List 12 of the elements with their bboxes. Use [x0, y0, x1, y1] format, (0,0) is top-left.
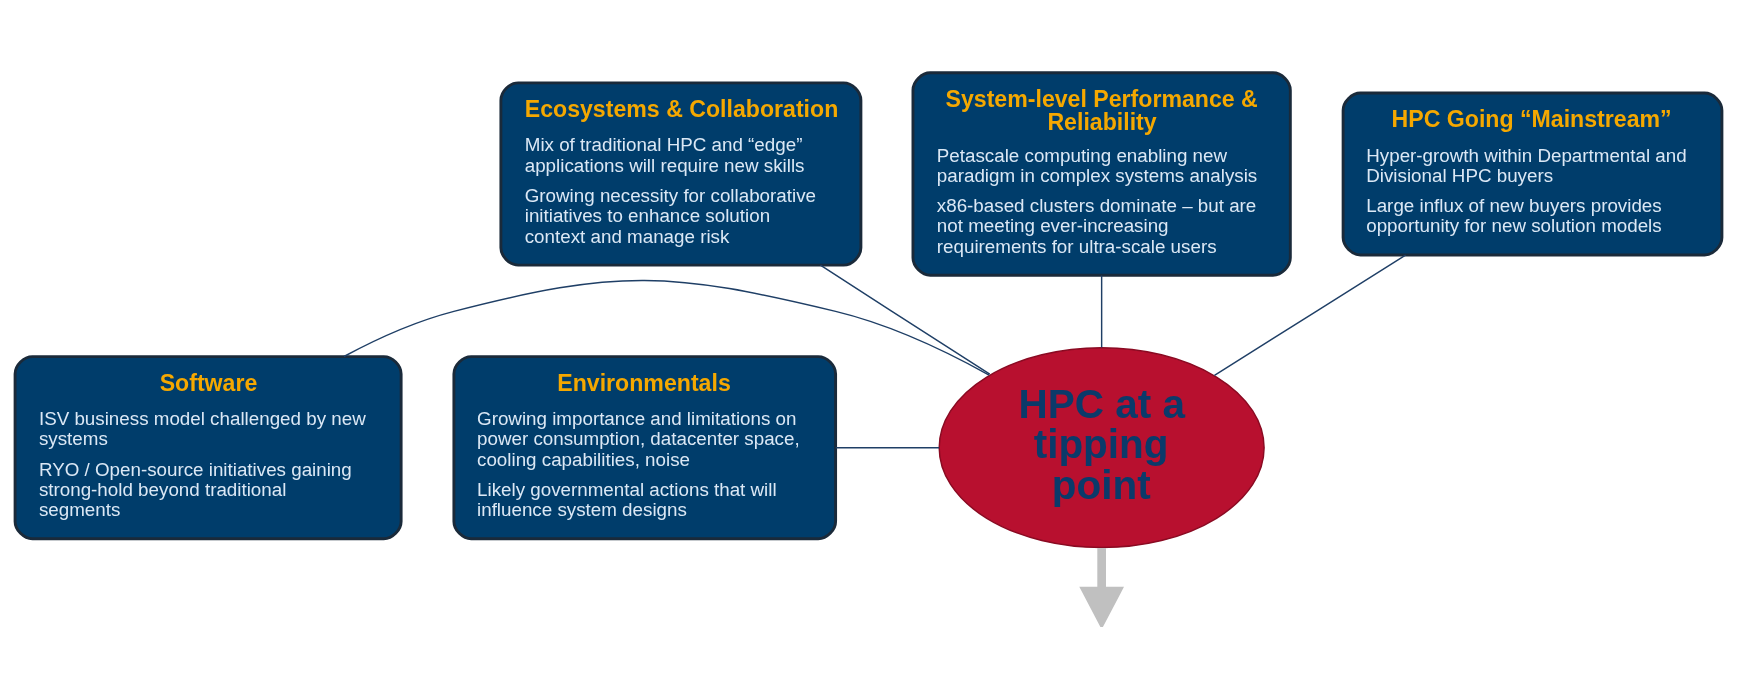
connector	[1100, 274, 1103, 349]
node-box: HPC Going “Mainstream” Hyper-growth within Departmental and Divisional HPC buyers Large influx of new buyers provides opportunity for new solution models	[1341, 91, 1724, 257]
node-ellipse: HPC at a tipping point	[938, 347, 1265, 549]
connector	[1213, 254, 1407, 377]
node-box: Ecosystems & Collaboration Mix of traditional HPC and “edge” applications will require new skills Growing necessity for collaborative initiatives to enhance solution context and manage risk	[499, 81, 863, 267]
node-box: Software ISV business model challenged by new systems RYO / Open-source initiatives gaining strong-hold beyond traditional segments	[13, 355, 403, 541]
connector	[835, 446, 940, 449]
arrow	[1079, 548, 1124, 627]
connector	[819, 264, 991, 375]
node-box: System-level Performance & Reliability Petascale computing enabling new paradigm in complex systems analysis x86-based clusters dominate – but are not meeting ever-increasing requirements for ultra-scale users	[911, 71, 1292, 277]
node-box: Environmentals Growing importance and limitations on power consumption, datacenter space, cooling capabilities, noise Likely governmental actions that will influence system designs	[452, 355, 838, 541]
connector	[343, 279, 990, 376]
